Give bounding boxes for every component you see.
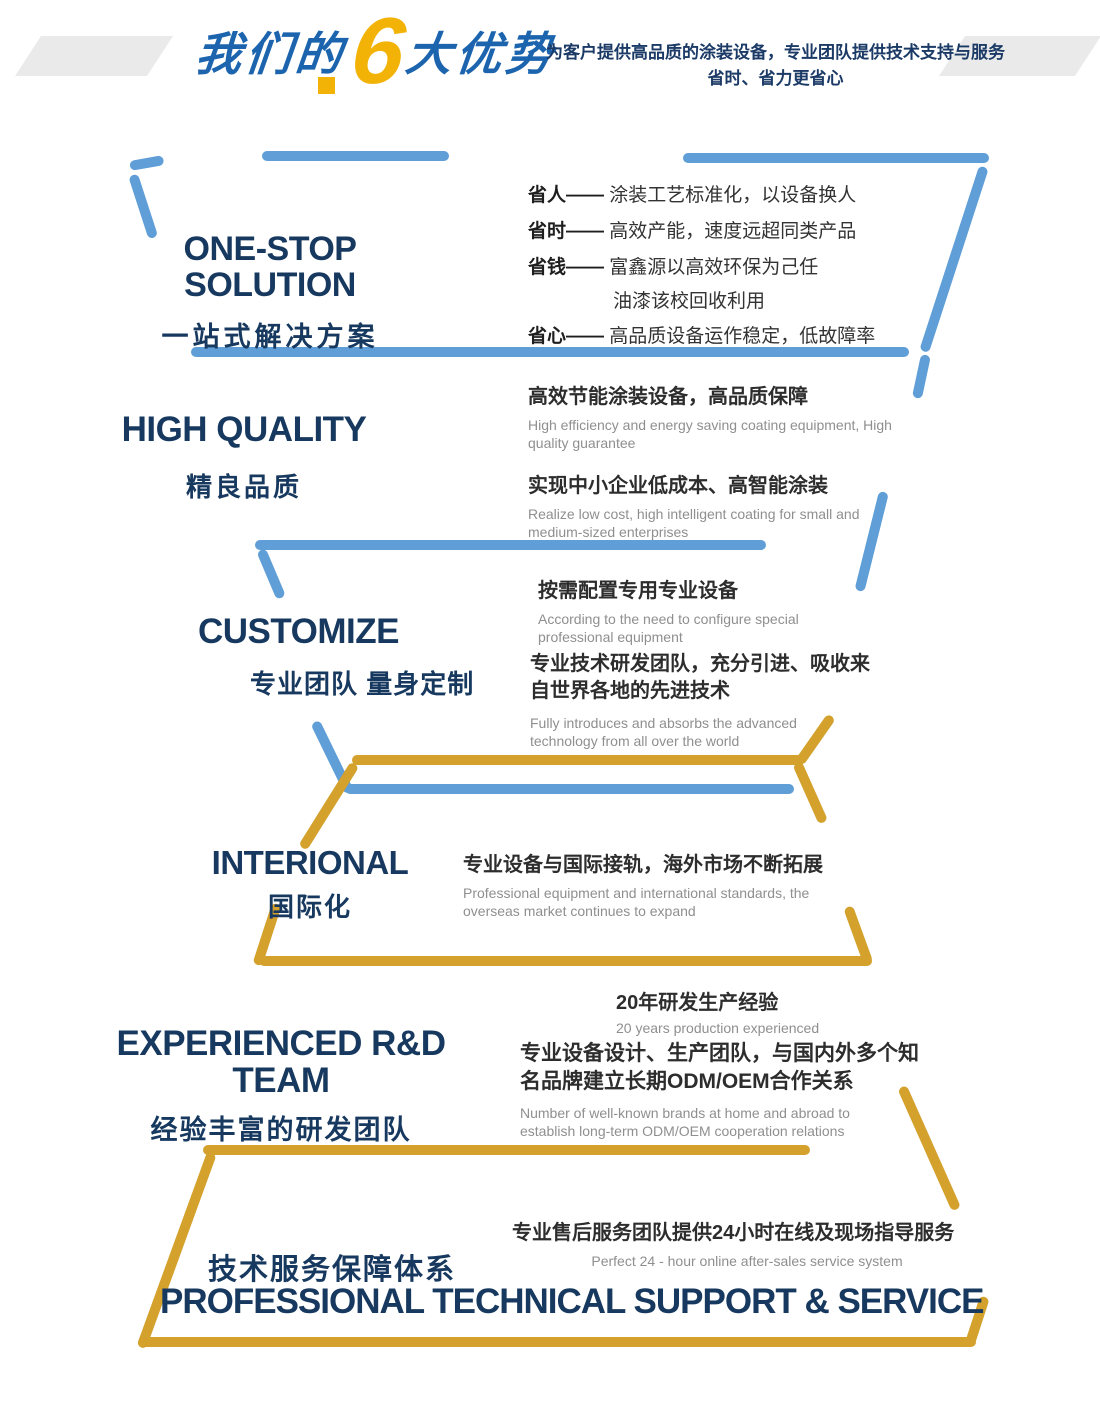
header-angled-band-left: [15, 36, 173, 76]
point-label: 省人——: [528, 185, 605, 206]
international-point1-en: Professional equipment and international…: [463, 885, 810, 920]
support-point1: 专业售后服务团队提供24小时在线及现场指导服务 Perfect 24 - hou…: [512, 1220, 982, 1270]
point-save-worry: 省心—— 高品质设备运作稳定，低故障率: [528, 324, 875, 349]
customize-point2-zh: 专业技术研发团队，充分引进、吸收来自世界各地的先进技术: [530, 653, 870, 702]
support-point1-en: Perfect 24 - hour online after-sales ser…: [591, 1253, 903, 1269]
zigzag-gold-transition-left-down: [298, 761, 360, 851]
high-quality-points: 高效节能涂装设备，高品质保障 High efficiency and energ…: [528, 384, 900, 542]
one-stop-title-en: ONE-STOP SOLUTION: [183, 230, 357, 304]
tagline-line2: 省时、省力更省心: [707, 68, 844, 88]
international-point1-zh: 专业设备与国际接轨，海外市场不断拓展: [463, 854, 823, 876]
support-title-zh: 技术服务保障体系: [208, 1254, 457, 1286]
title-prefix: 我们的: [192, 27, 349, 80]
zigzag-blue-top-left: [262, 151, 449, 161]
section-customize-heading: CUSTOMIZE: [198, 612, 399, 651]
section-high-quality-heading: HIGH QUALITY 精良品质: [110, 410, 378, 504]
support-title-en: PROFESSIONAL TECHNICAL SUPPORT & SERVICE: [160, 1282, 984, 1321]
title-accent-square: [318, 77, 335, 94]
support-point1-zh: 专业售后服务团队提供24小时在线及现场指导服务: [512, 1222, 955, 1244]
high-quality-point1-en: High efficiency and energy saving coatin…: [528, 417, 892, 452]
zigzag-blue-section1-bottom: [191, 347, 909, 357]
header-tagline: 为客户提供高品质的涂装设备，专业团队提供技术支持与服务 省时、省力更省心: [546, 40, 1005, 91]
high-quality-point1-zh: 高效节能涂装设备，高品质保障: [528, 386, 808, 408]
zigzag-blue-transition-horizontal: [345, 784, 794, 794]
international-title-zh: 国际化: [267, 891, 352, 922]
zigzag-gold-transition-right-down: [792, 760, 829, 825]
customize-point1: 按需配置专用专业设备 According to the need to conf…: [538, 578, 853, 647]
section-one-stop-heading: ONE-STOP SOLUTION 一站式解决方案: [94, 230, 446, 354]
high-quality-point2-en: Realize low cost, high intelligent coati…: [528, 505, 860, 541]
customize-point2: 专业技术研发团队，充分引进、吸收来自世界各地的先进技术 Fully introd…: [530, 651, 888, 751]
zigzag-blue-bracket-b: [128, 173, 159, 240]
point-text: 涂装工艺标准化，以设备换人: [609, 185, 857, 206]
section-rd-team-heading: EXPERIENCED R&D TEAM 经验丰富的研发团队: [66, 1024, 496, 1147]
zigzag-blue-section2-left-hook: [256, 548, 286, 600]
rd-team-title-zh: 经验丰富的研发团队: [150, 1114, 412, 1145]
point-save-money-line2: 油漆该校回收利用: [613, 291, 766, 313]
rd-team-point2-zh: 专业设备设计、生产团队，与国内外多个知名品牌建立长期ODM/OEM合作关系: [520, 1042, 919, 1094]
rd-team-point1-zh: 20年研发生产经验: [616, 992, 779, 1014]
customize-title-zh: 专业团队 量身定制: [250, 669, 475, 699]
rd-team-point2-en: Number of well-known brands at home and …: [520, 1104, 850, 1140]
high-quality-title-zh: 精良品质: [185, 471, 302, 502]
point-save-people: 省人—— 涂装工艺标准化，以设备换人: [528, 183, 875, 208]
zigzag-blue-section2-bottom: [255, 540, 766, 550]
title-number-6: 6: [346, 0, 410, 103]
point-save-time: 省时—— 高效产能，速度远超同类产品: [528, 219, 875, 244]
rd-team-title-en: EXPERIENCED R&D TEAM: [116, 1024, 446, 1100]
zigzag-gold-section4-bottom: [259, 956, 872, 966]
point-text: 富鑫源以高效环保为己任: [609, 257, 819, 279]
one-stop-title-zh: 一站式解决方案: [161, 322, 379, 353]
rd-team-point1-en: 20 years production experienced: [616, 1020, 820, 1036]
point-label: 省时——: [528, 221, 605, 243]
high-quality-point2-zh: 实现中小企业低成本、高智能涂装: [528, 474, 828, 497]
page-title: 我们的 6 大优势: [191, 0, 561, 103]
point-text: 高品质设备运作稳定，低故障率: [609, 326, 876, 348]
zigzag-blue-top-right: [683, 153, 989, 163]
zigzag-gold-transition-horizontal: [352, 755, 804, 765]
zigzag-blue-right-diagonal-2: [911, 353, 931, 400]
point-save-money: 省钱—— 富鑫源以高效环保为己任: [528, 255, 875, 280]
customize-point2-en: Fully introduces and absorbs the advance…: [530, 715, 797, 750]
zigzag-blue-right-diagonal-1: [919, 165, 989, 354]
section-international-heading: INTERIONAL 国际化: [206, 844, 414, 924]
rd-team-point1: 20年研发生产经验 20 years production experience…: [616, 990, 819, 1037]
point-text: 高效产能，速度远超同类产品: [609, 221, 857, 243]
zigzag-blue-bracket-a: [129, 155, 165, 171]
title-suffix: 大优势: [403, 27, 559, 80]
customize-point1-en: According to the need to configure speci…: [538, 611, 799, 646]
international-point1: 专业设备与国际接轨，海外市场不断拓展 Professional equipmen…: [463, 852, 855, 921]
one-stop-points: 省人—— 涂装工艺标准化，以设备换人 省时—— 高效产能，速度远超同类产品 省钱…: [528, 183, 875, 360]
point-label: 省钱——: [528, 257, 605, 279]
zigzag-gold-section5-bottom: [203, 1145, 810, 1155]
rd-team-point2: 专业设备设计、生产团队，与国内外多个知名品牌建立长期ODM/OEM合作关系 Nu…: [520, 1040, 920, 1141]
high-quality-title-en: HIGH QUALITY: [121, 410, 367, 449]
customize-point1-zh: 按需配置专用专业设备: [538, 580, 738, 602]
customize-title-en: CUSTOMIZE: [198, 612, 399, 651]
zigzag-gold-section6-bottom: [139, 1337, 976, 1347]
tagline-line1: 为客户提供高品质的涂装设备，专业团队提供技术支持与服务: [546, 43, 1005, 62]
international-title-en: INTERIONAL: [211, 844, 409, 881]
point-label: 省心——: [528, 326, 605, 348]
